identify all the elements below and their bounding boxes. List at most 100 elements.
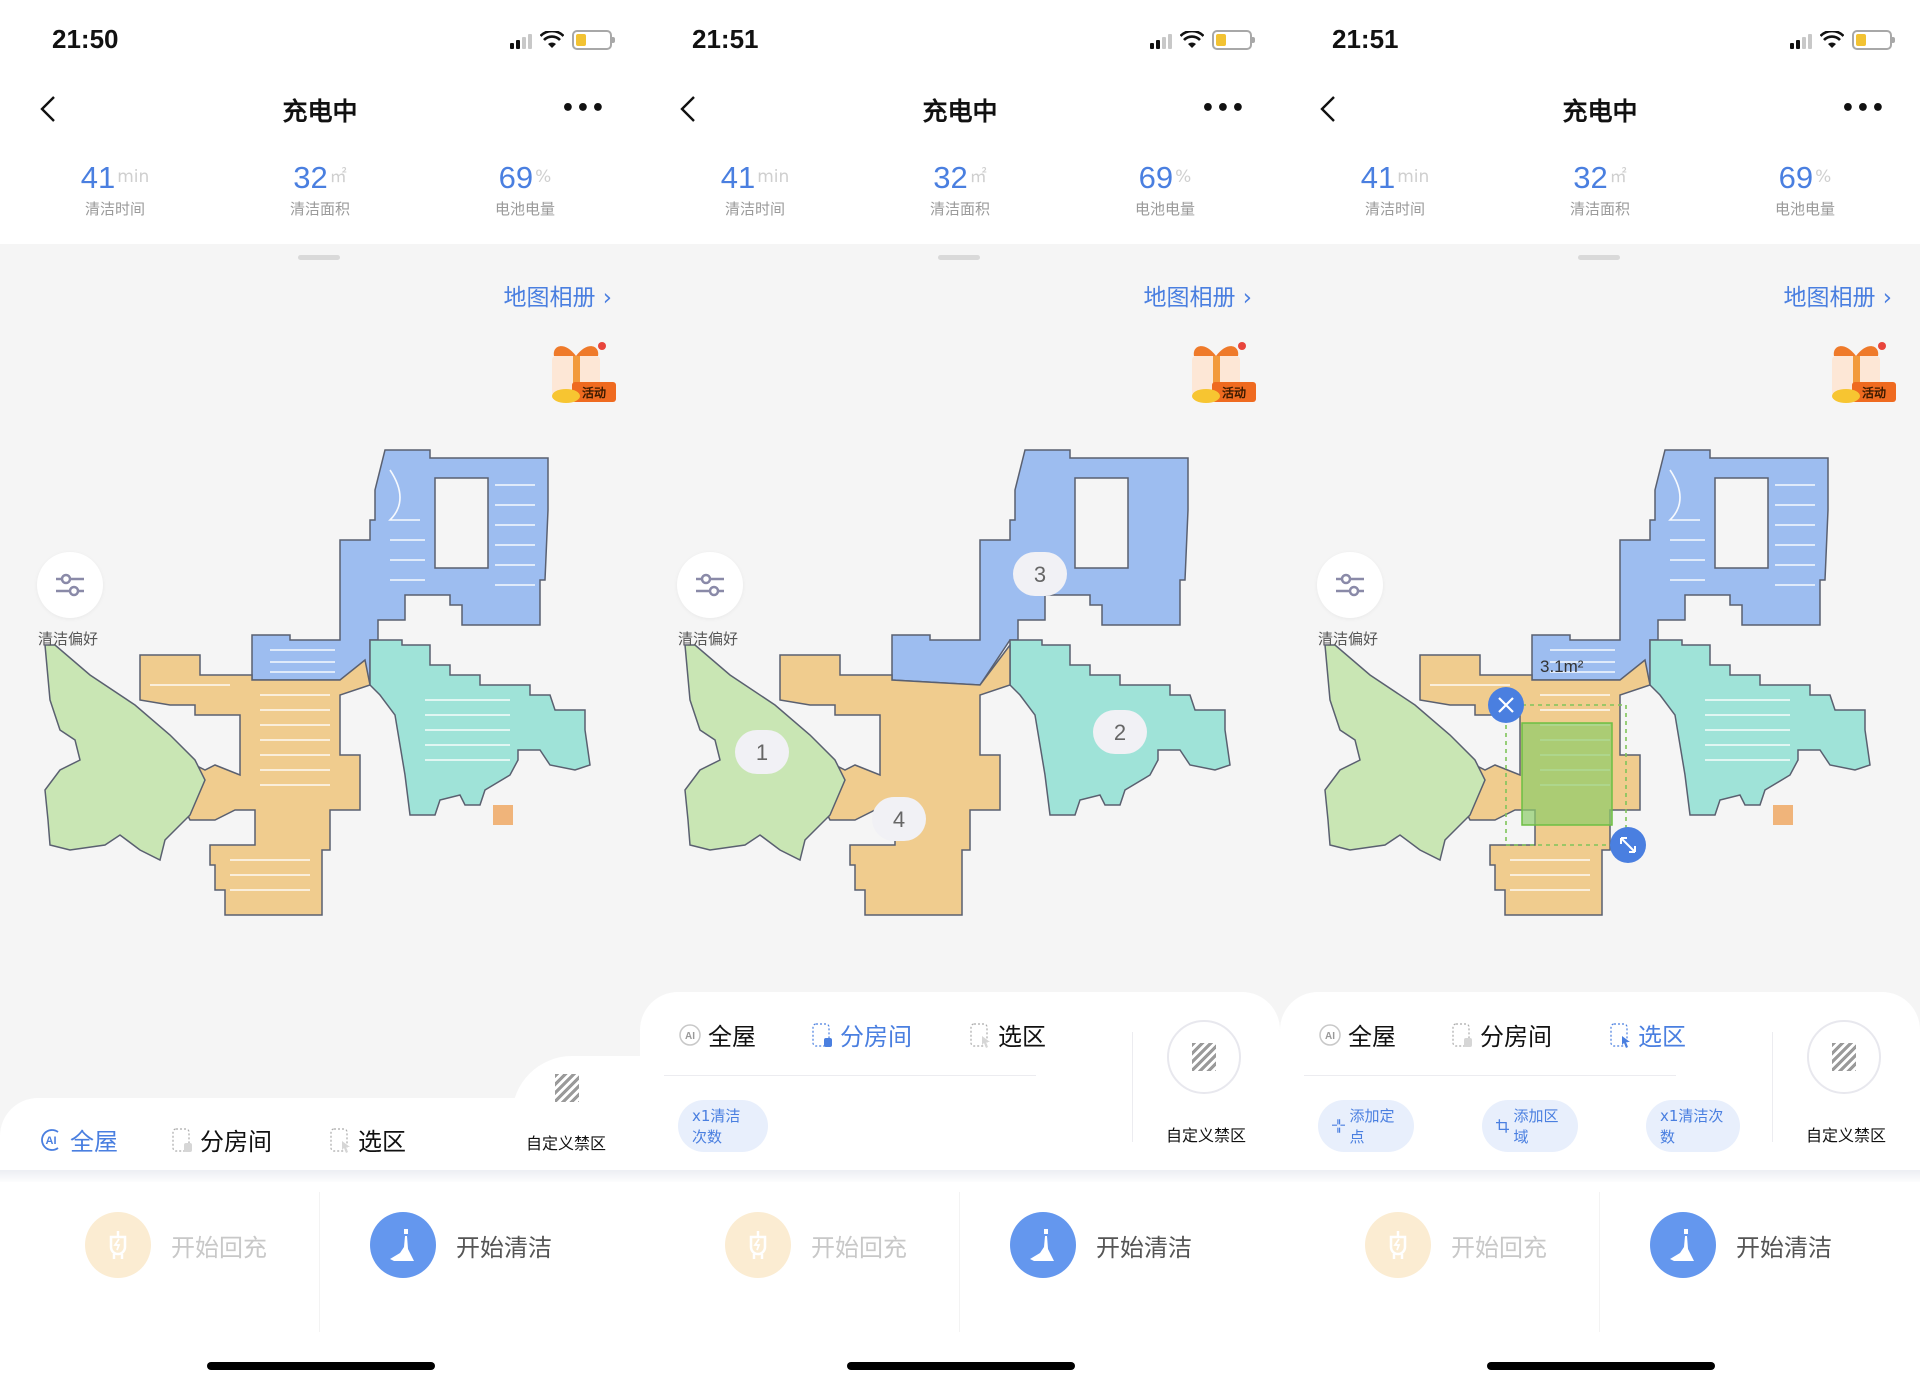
start-recharge-button[interactable]: 开始回充 [725,1212,907,1278]
room-label-2[interactable]: 2 [1093,710,1147,754]
action-bar: 开始回充 开始清洁 [0,1182,640,1385]
ai-icon: AI [679,1023,701,1046]
add-zone-chip[interactable]: 添加区域 [1482,1100,1578,1152]
action-divider [959,1192,960,1332]
broom-icon [1010,1212,1076,1278]
start-cleaning-button[interactable]: 开始清洁 [370,1212,552,1278]
back-chevron-icon[interactable] [674,94,704,124]
mode-sheet [640,992,1280,1192]
room-icon [172,1127,192,1152]
clean-preference-label: 清洁偏好 [678,630,739,648]
home-indicator[interactable] [1487,1362,1715,1370]
room-label-3[interactable]: 3 [1013,552,1067,596]
drag-handle[interactable] [938,255,980,260]
action-bar-shadow [1280,1170,1920,1184]
sheet-divider-vertical [1772,1032,1773,1142]
room-label-4[interactable]: 4 [872,797,926,841]
wifi-icon [1180,31,1204,48]
sliders-icon [56,573,84,597]
cleaning-map[interactable] [30,440,610,940]
tab-zone-select[interactable]: 选区 [970,1017,1046,1052]
home-indicator[interactable] [207,1362,435,1370]
more-menu-button[interactable]: ••• [1200,96,1246,121]
map-album-link[interactable]: 地图相册 › [1143,285,1252,311]
tab-by-room[interactable]: 分房间 [812,1017,912,1052]
zone-outer-dashed [1505,704,1627,846]
svg-text:AI: AI [1325,1031,1335,1042]
wifi-icon [1820,31,1844,48]
gift-activity-icon[interactable]: 活动 [1182,338,1260,408]
mode-sheet [1280,992,1920,1192]
start-recharge-button[interactable]: 开始回充 [1365,1212,1547,1278]
more-menu-button[interactable]: ••• [1840,96,1886,121]
start-recharge-button[interactable]: 开始回充 [85,1212,267,1278]
nogo-zone-icon [1832,1043,1856,1071]
room-map[interactable]: 1 2 3 4 [670,440,1250,940]
svg-text:4: 4 [893,807,905,832]
clean-count-chip[interactable]: x1清洁次数 [678,1100,768,1152]
ai-icon: AI [41,1128,59,1151]
ai-icon: AI [1319,1023,1341,1046]
tab-whole-house[interactable]: AI 全屋 [1318,1017,1396,1052]
gift-activity-icon[interactable]: 活动 [1822,338,1900,408]
tab-zone-select[interactable]: 选区 [330,1122,406,1157]
room-green [44,644,206,862]
zone-select-icon [1610,1022,1630,1048]
start-cleaning-button[interactable]: 开始清洁 [1650,1212,1832,1278]
zone-delete-button[interactable] [1488,687,1524,723]
clean-count-chip[interactable]: x1清洁次数 [1646,1100,1740,1152]
clean-preference-button[interactable] [37,552,103,618]
drag-handle[interactable] [298,255,340,260]
zone-map[interactable]: 3.1m² [1310,440,1890,940]
drag-handle[interactable] [1578,255,1620,260]
action-divider [1599,1192,1600,1332]
nogo-zone-button[interactable] [1807,1020,1881,1094]
map-album-link[interactable]: 地图相册 › [1783,285,1892,311]
signal-icon [1150,31,1172,49]
zone-select-icon [330,1127,350,1153]
more-menu-button[interactable]: ••• [560,96,606,121]
start-cleaning-button[interactable]: 开始清洁 [1010,1212,1192,1278]
clean-preference-button[interactable] [1317,552,1383,618]
back-chevron-icon[interactable] [34,94,64,124]
tab-by-room[interactable]: 分房间 [172,1122,272,1157]
crosshair-icon [1332,1119,1346,1133]
room-label-1[interactable]: 1 [735,730,789,774]
room-blue-hole [434,477,489,569]
dock-icon [493,805,513,825]
tab-whole-house[interactable]: AI 全屋 [678,1017,756,1052]
home-indicator[interactable] [847,1362,1075,1370]
crop-icon [1496,1119,1510,1133]
room-4-orange [779,642,1011,916]
nogo-zone-label: 自定义禁区 [1806,1126,1887,1145]
zone-area-label: 3.1m² [1540,657,1584,676]
tab-whole-house[interactable]: AI 全屋 [38,1122,118,1157]
map-album-link[interactable]: 地图相册 › [503,285,612,311]
tab-zone-select[interactable]: 选区 [1610,1017,1686,1052]
action-bar-shadow [640,1170,1280,1184]
add-spot-chip[interactable]: 添加定点 [1318,1100,1414,1152]
battery-icon [1212,30,1255,50]
clean-preference-button[interactable] [677,552,743,618]
gift-activity-icon[interactable]: 活动 [542,338,620,408]
cleaning-path [150,469,535,891]
back-chevron-icon[interactable] [1314,94,1344,124]
stat-battery: 69%电池电量 [494,160,555,218]
page-title: 充电中 [922,97,998,126]
page-title: 充电中 [1562,97,1638,126]
nogo-zone-label[interactable]: 自定义禁区 [526,1134,607,1153]
room-icon [812,1022,832,1047]
nogo-zone-button[interactable] [1167,1020,1241,1094]
nogo-zone-icon[interactable] [555,1074,579,1102]
status-time: 21:51 [1332,24,1399,54]
room-teal [369,639,591,816]
zone-resize-handle[interactable] [1610,827,1646,863]
clean-preference-label: 清洁偏好 [1318,630,1379,648]
tab-by-room[interactable]: 分房间 [1452,1017,1552,1052]
